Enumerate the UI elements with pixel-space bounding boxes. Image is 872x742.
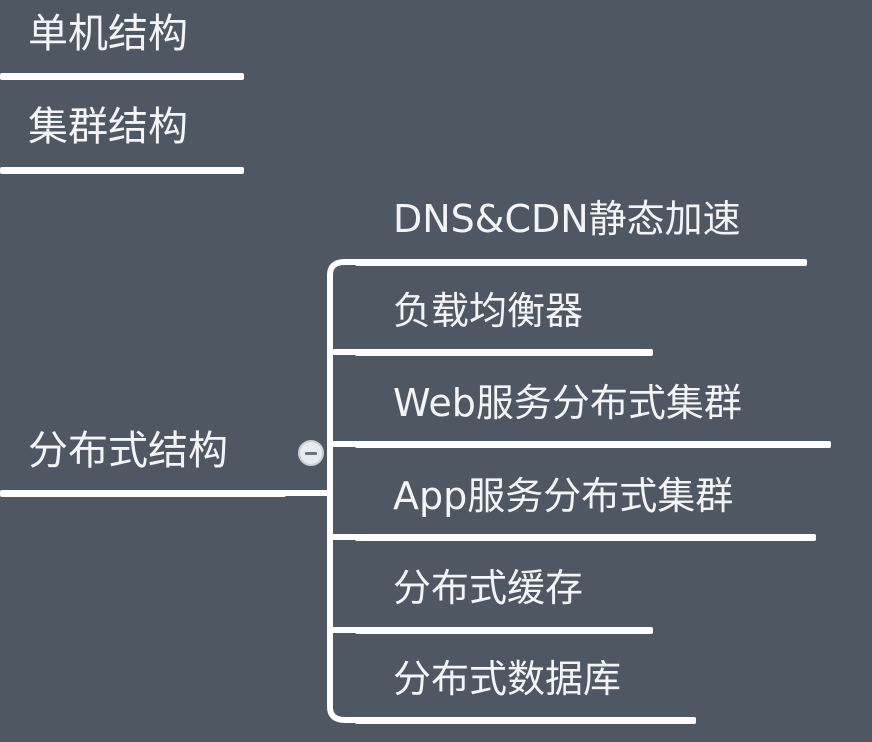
- collapse-toggle-icon[interactable]: [298, 440, 324, 466]
- child-dns-label[interactable]: DNS&CDN静态加速: [393, 197, 741, 241]
- connector-to-db: [327, 490, 363, 723]
- node-cluster-label[interactable]: 集群结构: [28, 104, 188, 150]
- node-cluster-line: [0, 167, 244, 174]
- child-app-label[interactable]: App服务分布式集群: [393, 474, 734, 518]
- child-lb-label[interactable]: 负载均衡器: [393, 289, 584, 333]
- child-lb-line: [355, 349, 653, 356]
- node-distributed-label[interactable]: 分布式结构: [28, 428, 228, 474]
- node-distributed-line: [0, 490, 286, 497]
- child-dns-line: [355, 259, 807, 266]
- minus-icon: [305, 451, 317, 455]
- child-web-label[interactable]: Web服务分布式集群: [393, 381, 742, 425]
- child-cache-label[interactable]: 分布式缓存: [393, 566, 584, 610]
- child-db-line: [355, 717, 696, 724]
- child-app-line: [355, 534, 816, 541]
- connector-to-dns: [327, 259, 363, 496]
- child-cache-line: [355, 627, 653, 634]
- child-db-label[interactable]: 分布式数据库: [393, 657, 622, 701]
- node-single-label[interactable]: 单机结构: [28, 11, 188, 57]
- node-single-line: [0, 73, 244, 80]
- child-web-line: [355, 441, 831, 448]
